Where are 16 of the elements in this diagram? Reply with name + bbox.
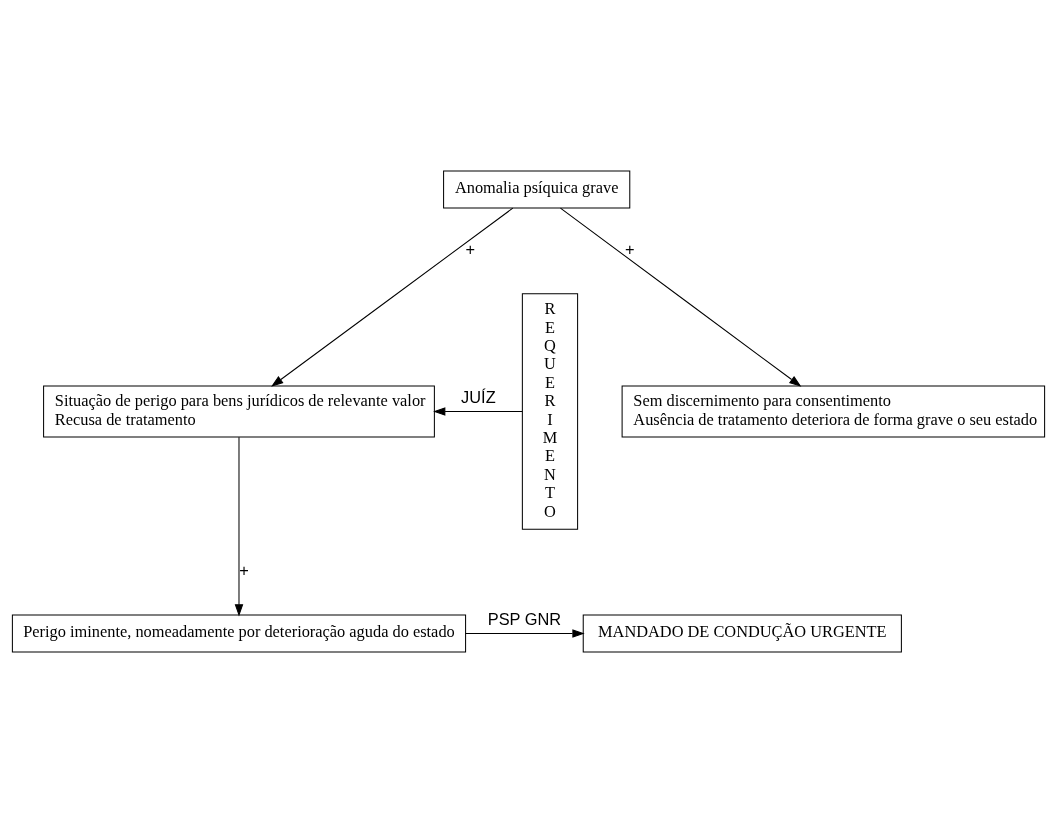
edge-label: + bbox=[625, 239, 635, 258]
edge-label: + bbox=[465, 239, 475, 258]
node-box: Situação de perigo para bens jurídicos de relevante valor Recusa de tratamento bbox=[43, 384, 435, 438]
node-box: MANDADO DE CONDUÇÃO URGENTE bbox=[582, 614, 902, 652]
edge-label: + bbox=[239, 560, 249, 579]
edge-label: PSP GNR bbox=[487, 609, 562, 628]
node-box: Sem discernimento para consentimento Ausência de tratamento deteriora de forma grave o seu estado bbox=[621, 384, 1046, 438]
arrow bbox=[559, 207, 802, 387]
arrow bbox=[234, 436, 244, 617]
arrow bbox=[433, 406, 523, 416]
node-box: Perigo iminente, nomeadamente por deterioração aguda do estado bbox=[11, 614, 467, 652]
node-box: REQUERIMENTO bbox=[521, 292, 579, 530]
arrow bbox=[271, 207, 514, 387]
edge-label: JUÍZ bbox=[461, 387, 496, 406]
node-box: Anomalia psíquica grave bbox=[443, 170, 631, 208]
arrow bbox=[465, 628, 585, 638]
